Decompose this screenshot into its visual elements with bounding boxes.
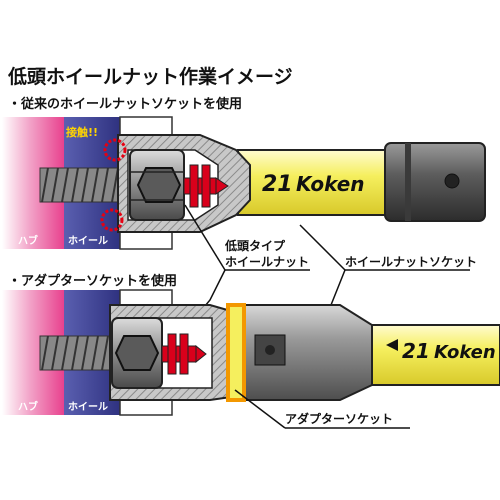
hub-bolt-2	[39, 335, 121, 371]
red-stud	[183, 164, 229, 208]
contact-marker-top	[103, 138, 127, 162]
wheel-label-1: ホイール	[68, 235, 108, 247]
hub-label-2: ハブ	[18, 400, 38, 413]
brand-name-2: Koken	[434, 342, 496, 363]
section1-heading: ・従来のホイールナットソケットを使用	[8, 96, 242, 112]
section2-illustration: 21 Koken ハブ ホイール	[2, 289, 500, 416]
brand-name-1: Koken	[296, 172, 365, 196]
section2-heading: ・アダプターソケットを使用	[8, 273, 177, 289]
hub-bolt	[39, 167, 131, 203]
brand-number-1: 21	[262, 172, 293, 197]
adapter-ring	[226, 303, 246, 402]
drive-socket-end	[384, 142, 486, 222]
brand-number-2: 21	[402, 339, 430, 363]
low-profile-wheel-nut	[129, 149, 185, 221]
low-nut-label-line1: 低頭タイプ	[224, 238, 286, 253]
low-profile-wheel-nut-2	[111, 317, 163, 389]
socket-leader-top	[299, 224, 346, 271]
section1-illustration: 接触!! 21 Koken ハブ ホイール	[2, 116, 486, 250]
low-nut-leader-top	[184, 204, 226, 271]
drive-square-pin	[265, 345, 275, 355]
contact-label: 接触!!	[66, 125, 98, 139]
page-title: 低頭ホイールナット作業イメージ	[7, 65, 293, 88]
low-nut-label-line2: ホイールナット	[225, 255, 309, 269]
adapter-callout-lines	[234, 389, 410, 429]
contact-marker-bottom	[100, 208, 124, 232]
red-stud-2	[161, 333, 207, 375]
wheel-label-2: ホイール	[68, 401, 108, 413]
adapter-socket-label: アダプターソケット	[285, 411, 393, 426]
wheel-nut-socket-label: ホイールナットソケット	[345, 255, 477, 269]
arrow-icon	[386, 339, 398, 351]
hub-label-1: ハブ	[18, 234, 38, 247]
adapter-leader	[234, 389, 286, 429]
